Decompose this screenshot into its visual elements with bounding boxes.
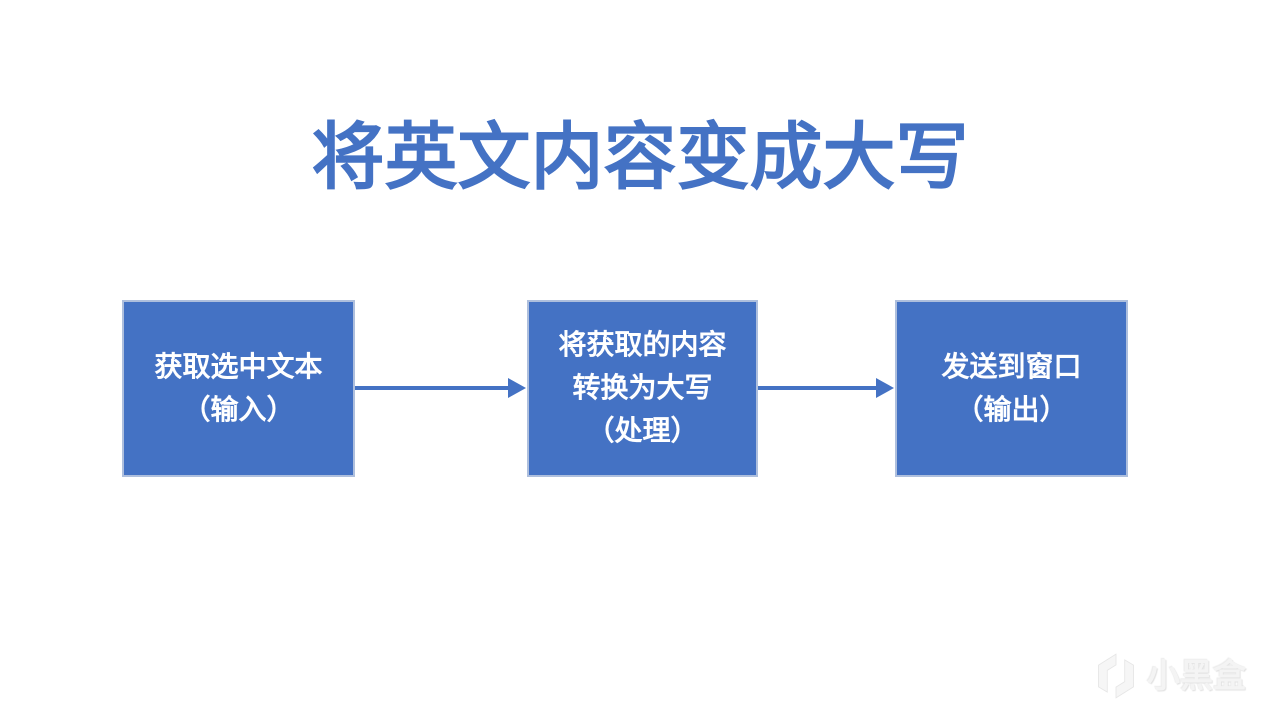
heybox-logo-icon (1098, 653, 1134, 699)
flow-box-output: 发送到窗口 （输出） (895, 300, 1128, 477)
watermark: 小黑盒 (1094, 652, 1246, 700)
arrow-head-icon (508, 378, 526, 398)
slide-title: 将英文内容变成大写 (311, 117, 969, 198)
flow-arrow-2 (758, 378, 894, 398)
heybox-logo-left-half (1098, 653, 1117, 693)
flow-arrow-1 (355, 378, 526, 398)
flow-box-process-label: 将获取的内容 转换为大写 （处理） (558, 329, 727, 446)
flow-box-output-label: 发送到窗口 （输出） (941, 350, 1082, 425)
flow-box-input-label: 获取选中文本 （输入） (154, 350, 323, 425)
flow-box-input: 获取选中文本 （输入） (122, 300, 355, 477)
flow-box-process: 将获取的内容 转换为大写 （处理） (527, 300, 758, 477)
heybox-logo-right-half (1115, 659, 1134, 699)
watermark-text: 小黑盒 (1147, 657, 1246, 694)
arrow-head-icon (876, 378, 894, 398)
